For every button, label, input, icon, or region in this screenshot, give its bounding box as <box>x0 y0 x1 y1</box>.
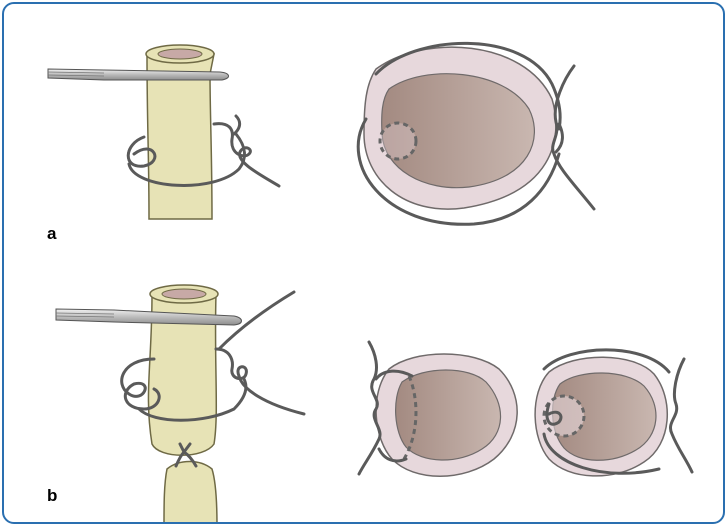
panel-a-cross-section <box>358 43 594 224</box>
surgical-illustration <box>4 4 725 524</box>
panel-b-cross-section-left <box>359 342 517 476</box>
panel-label-a: a <box>47 224 56 244</box>
panel-label-b: b <box>47 486 57 506</box>
panel-b-cross-section-right <box>535 350 692 476</box>
